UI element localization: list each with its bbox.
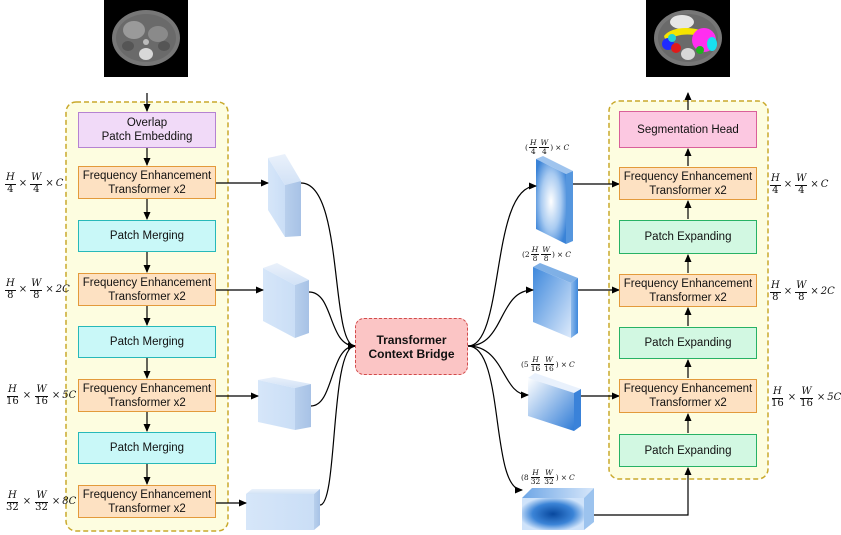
encoder-feature-map-1 [268,154,301,237]
to-bridge-curves [300,182,356,506]
input-ct-image [104,0,188,77]
decoder-fet-block-1: Frequency Enhancement Transformer x2 [619,167,757,200]
overlap-patch-embedding-block: Overlap Patch Embedding [78,112,216,148]
decoder-fet-block-2: Frequency Enhancement Transformer x2 [619,274,757,307]
decoder-fet-block-3: Frequency Enhancement Transformer x2 [619,379,757,413]
output-to-decoder-arrows [573,180,692,516]
encoder-feature-map-2 [263,263,309,338]
from-bridge-curves [467,182,537,494]
patch-expanding-block-3: Patch Expanding [619,434,757,467]
encoder-skip-arrows [216,179,269,507]
patch-merging-block-2: Patch Merging [78,326,216,358]
patch-expanding-block-1: Patch Expanding [619,220,757,254]
output-feature-map-4 [522,488,594,530]
segmentation-head-block: Segmentation Head [619,111,757,148]
encoder-fet-block-3: Frequency Enhancement Transformer x2 [78,379,216,412]
encoder-fet-block-4: Frequency Enhancement Transformer x2 [78,485,216,518]
output-segmentation-image [646,0,730,77]
patch-merging-block-1: Patch Merging [78,220,216,252]
encoder-fet-block-1: Frequency Enhancement Transformer x2 [78,166,216,199]
encoder-feature-map-4 [246,489,320,530]
encoder-feature-map-3 [258,377,311,430]
encoder-fet-block-2: Frequency Enhancement Transformer x2 [78,273,216,306]
output-feature-map-3 [528,373,581,431]
patch-expanding-block-2: Patch Expanding [619,327,757,359]
output-feature-map-1 [536,156,573,244]
transformer-context-bridge: Transformer Context Bridge [355,318,468,375]
patch-merging-block-3: Patch Merging [78,432,216,464]
output-feature-map-2 [533,263,578,338]
